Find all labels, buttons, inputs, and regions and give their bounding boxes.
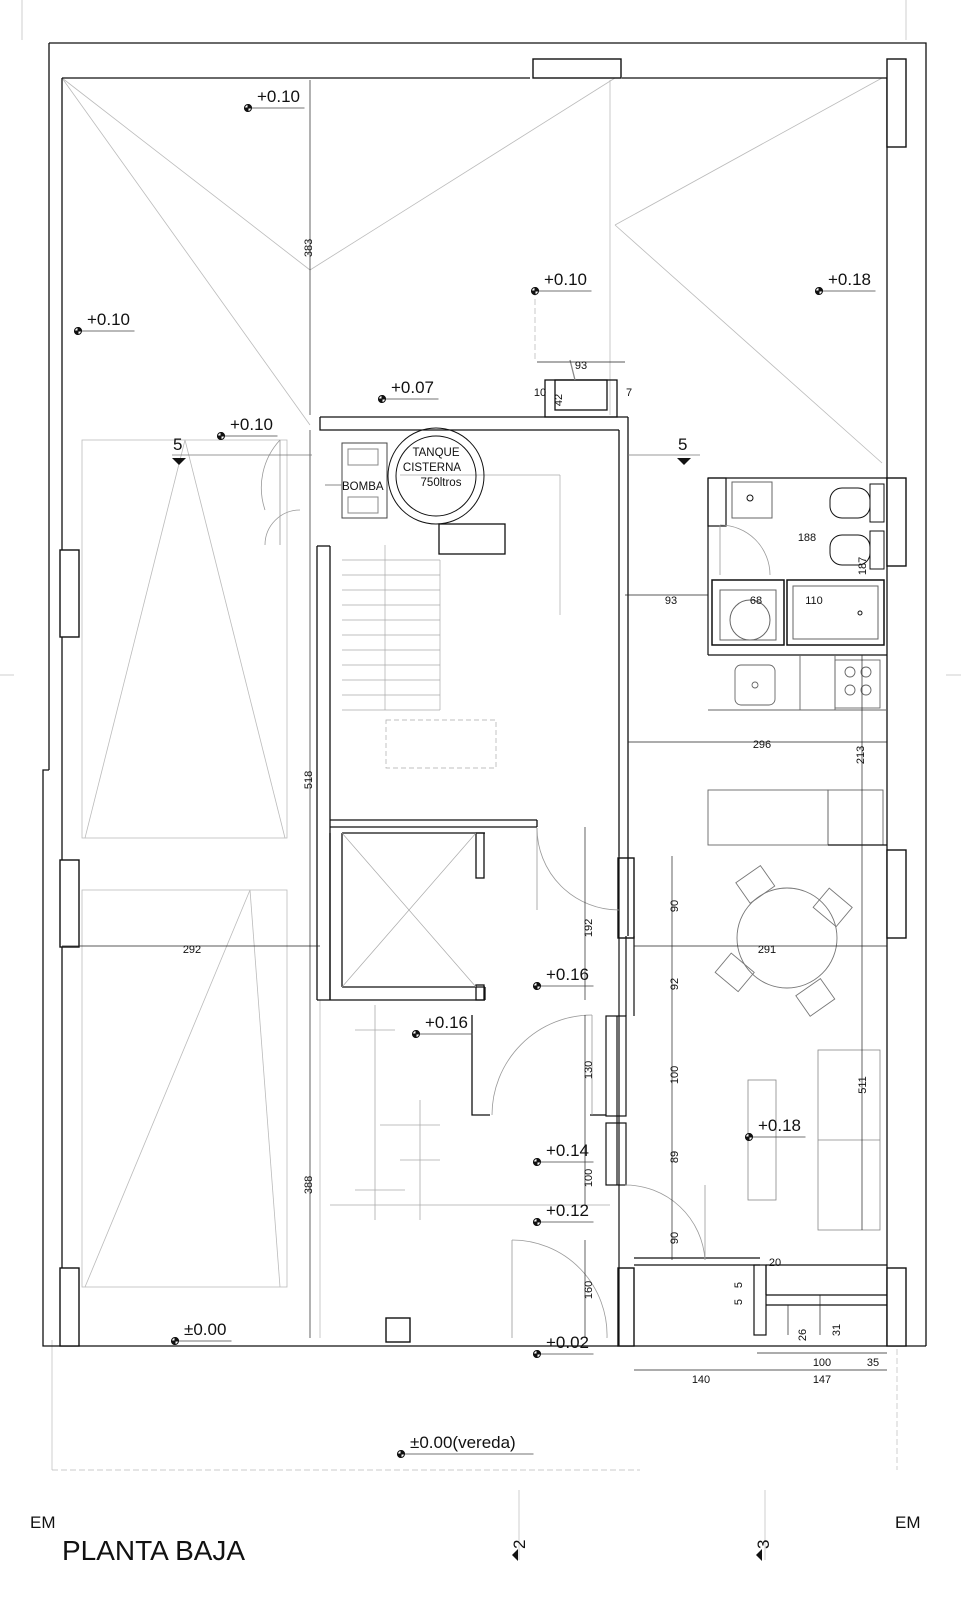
dimension-label: 213 (855, 746, 867, 764)
dimension-label: 26 (797, 1329, 809, 1341)
level-symbol-fill (532, 1157, 542, 1167)
dining-set (714, 864, 853, 1017)
level-label: +0.16 (546, 965, 589, 984)
level-symbol-fill (170, 1336, 180, 1346)
pump-label: BOMBA (342, 481, 384, 493)
dimension-label: 5 (733, 1282, 745, 1288)
dimension-label: 100 (583, 1169, 595, 1187)
dimension-label: 93 (575, 360, 587, 372)
window-blocks (59, 58, 907, 1347)
level-label: +0.10 (257, 87, 300, 106)
dimension-label: 100 (813, 1357, 831, 1369)
level-symbol-fill (243, 103, 253, 113)
level-symbol-fill (744, 1132, 754, 1142)
tank-equipment (325, 427, 506, 555)
dimension-label: 10 (534, 387, 546, 399)
level-labels: +0.10 +0.10 +0.18 +0.10 +0.07 +0.10 +0.16 +0.16… (87, 87, 871, 1452)
patio-plants (330, 1005, 610, 1220)
dimension-label: 511 (857, 1076, 869, 1094)
level-label: ±0.00 (184, 1320, 226, 1339)
axis-mark-2: 2 (510, 1540, 529, 1549)
kitchen-fixtures (707, 655, 887, 846)
dimension-label: 383 (303, 239, 315, 257)
dimension-labels: 383 93 10 42 7 188 187 93 68 110 296 213 518 192 90 292… (183, 239, 879, 1386)
dimension-label: 518 (303, 771, 315, 789)
level-markers (73, 103, 876, 1459)
dimension-label: 93 (665, 595, 677, 607)
exterior-walls (42, 42, 927, 1347)
tank-label-line2: CISTERNA (403, 462, 461, 474)
level-label: +0.02 (546, 1333, 589, 1352)
level-symbol-fill (377, 394, 387, 404)
dimension-label: 100 (669, 1066, 681, 1084)
level-label: +0.16 (425, 1013, 468, 1032)
dimension-label: 296 (753, 739, 771, 751)
level-symbol-fill (532, 981, 542, 991)
section-mark-right: 5 (678, 435, 687, 454)
tank-label-line3: 750ltros (421, 477, 462, 489)
dimension-label: 110 (805, 595, 823, 607)
level-symbol-fill (411, 1029, 421, 1039)
dimension-label: 192 (583, 919, 595, 937)
level-symbol-fill (216, 431, 226, 441)
level-label: +0.12 (546, 1201, 589, 1220)
stairs (341, 474, 561, 988)
level-symbol-fill (814, 286, 824, 296)
level-label: +0.10 (87, 310, 130, 329)
dimension-label: 42 (553, 394, 565, 406)
dimension-label: 188 (798, 532, 816, 544)
dimension-label: 31 (831, 1324, 843, 1336)
guide-lines (0, 0, 961, 1560)
plan-title: PLANTA BAJA (62, 1535, 245, 1566)
level-label: +0.18 (828, 270, 871, 289)
level-label: +0.18 (758, 1116, 801, 1135)
dimension-label: 292 (183, 944, 201, 956)
dimension-label: 89 (669, 1151, 681, 1163)
dimension-label: 90 (669, 1232, 681, 1244)
level-symbol-fill (532, 1217, 542, 1227)
dimension-lines (62, 80, 887, 1371)
door-swings (260, 439, 771, 1339)
dimension-label: 90 (669, 900, 681, 912)
dimension-label: 130 (583, 1061, 595, 1079)
level-label: +0.10 (544, 270, 587, 289)
axis-mark-em-right: EM (895, 1513, 921, 1532)
dimension-label: 92 (669, 978, 681, 990)
ramp-diagonals (61, 77, 883, 1338)
level-symbol-fill (73, 326, 83, 336)
level-label: +0.10 (230, 415, 273, 434)
text-labels: PLANTA BAJA EM EM 2 3 5 5 TANQUE CISTERN… (30, 435, 921, 1566)
axis-mark-3: 3 (754, 1540, 773, 1549)
dimension-label: 7 (626, 387, 632, 399)
dimension-label: 187 (857, 557, 869, 575)
tank-label-line1: TANQUE (412, 447, 459, 459)
dimension-label: 140 (692, 1374, 710, 1386)
level-label: +0.07 (391, 378, 434, 397)
dimension-label: 291 (758, 944, 776, 956)
level-label: +0.14 (546, 1141, 589, 1160)
dimension-label: 388 (303, 1176, 315, 1194)
dimension-label: 68 (750, 595, 762, 607)
core-walls (316, 359, 629, 1116)
dimension-label: 147 (813, 1374, 831, 1386)
level-symbol-fill (532, 1349, 542, 1359)
level-symbol-fill (530, 286, 540, 296)
level-symbol-fill (396, 1449, 406, 1459)
bathroom-fixtures (711, 481, 885, 646)
axis-mark-em-left: EM (30, 1513, 56, 1532)
partition-walls (605, 477, 887, 1346)
section-markers (172, 458, 762, 1561)
dimension-label: 20 (769, 1257, 781, 1269)
dimension-label: 5 (733, 1299, 745, 1305)
dimension-label: 35 (867, 1357, 879, 1369)
section-mark-left: 5 (173, 435, 182, 454)
level-label: ±0.00(vereda) (410, 1433, 516, 1452)
dimension-label: 160 (583, 1281, 595, 1299)
